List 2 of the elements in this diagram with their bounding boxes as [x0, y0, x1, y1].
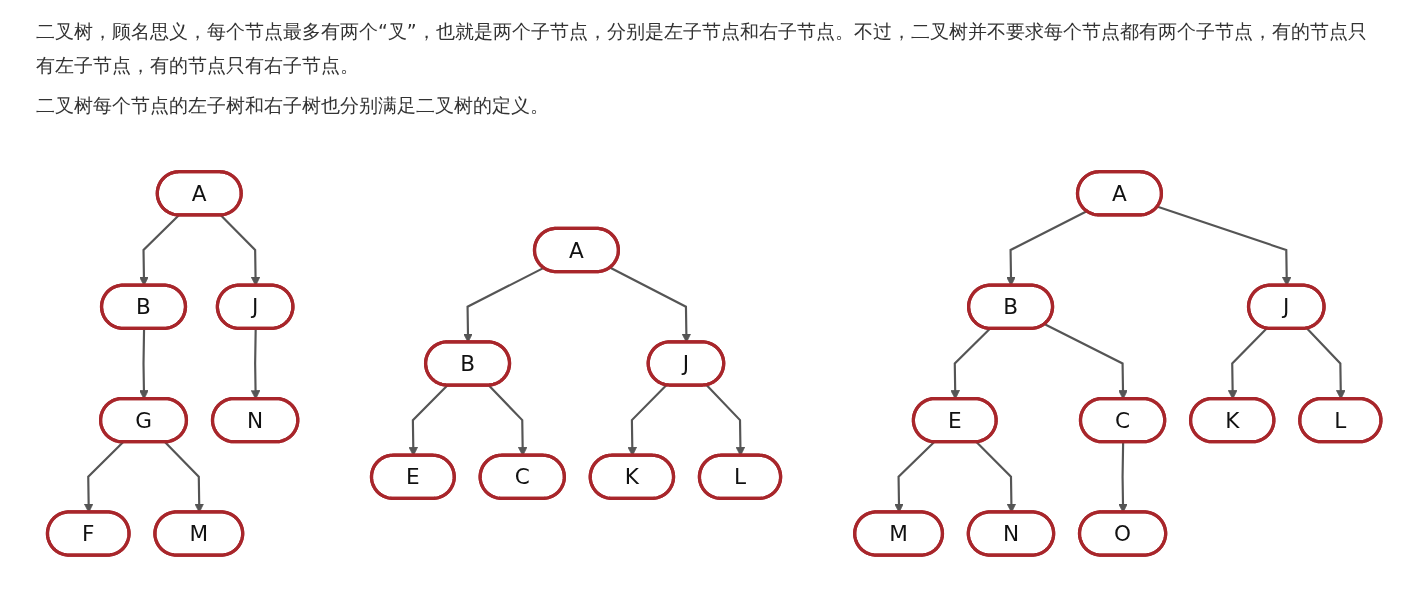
paragraph-text: 二叉树，顾名思义，每个节点最多有两个“叉”，也就是两个子节点，分别是左子节点和右子节点。不过，二叉树并不要求每个节点都有两个子节点，有的节点只有左子节点，有的节点只有右子节点。: [36, 19, 1368, 78]
paragraph-text: 二叉树每个节点的左子树和右子树也分别满足二叉树的定义。: [36, 93, 550, 118]
